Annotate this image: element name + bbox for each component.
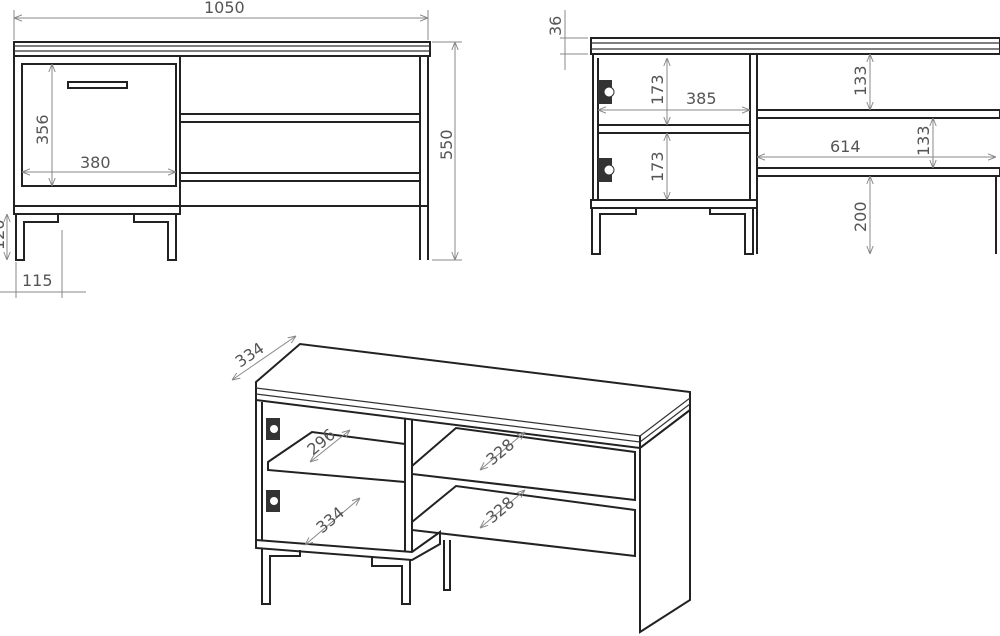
rear-right-shelf-lower — [756, 167, 1000, 177]
dim-left-upper: 173 — [648, 74, 667, 105]
front-leg-left — [15, 214, 59, 261]
rear-base — [590, 199, 758, 209]
iso-right-shelf-lower — [411, 484, 636, 558]
dim-width-1050: 1050 — [204, 0, 245, 17]
dim-drawer-height: 356 — [33, 114, 52, 145]
front-shelf-lower — [179, 172, 421, 182]
dim-leg-offset: 115 — [22, 271, 53, 290]
front-leg-right — [133, 214, 177, 261]
dim-leg-height: 120 — [0, 219, 8, 250]
dim-right-width: 614 — [830, 137, 861, 156]
dim-right-lower: 133 — [914, 125, 933, 156]
iso-right-shelf-upper — [411, 426, 636, 502]
dim-right-upper: 133 — [851, 65, 870, 96]
rear-left-shelf — [597, 124, 751, 134]
front-view: 1050 550 356 380 120 115 — [0, 0, 462, 298]
dim-top-thickness: 36 — [546, 16, 565, 36]
dim-left-width: 385 — [686, 89, 717, 108]
dim-left-shelf-upper: 296 — [303, 425, 339, 459]
front-base — [13, 205, 181, 215]
drawer-handle — [67, 81, 128, 89]
dim-left-lower: 173 — [648, 151, 667, 182]
dim-height-550: 550 — [437, 129, 456, 160]
hinge-icon — [266, 490, 280, 512]
hinge-icon — [598, 80, 615, 104]
front-shelf-upper — [179, 113, 421, 123]
hinge-icon — [598, 158, 615, 182]
dim-depth: 334 — [232, 338, 268, 371]
dim-rear-leg-height: 200 — [851, 201, 870, 232]
isometric-view: 334 296 334 328 328 — [232, 336, 691, 634]
front-body — [13, 55, 429, 207]
rear-top-panel — [590, 37, 1000, 55]
dim-left-shelf-lower: 334 — [312, 503, 348, 537]
dim-drawer-width: 380 — [80, 153, 111, 172]
drawer-door — [21, 63, 177, 187]
iso-left-shelf — [267, 430, 406, 484]
hinge-icon — [266, 418, 280, 440]
rear-view: 36 173 173 385 133 133 614 200 — [546, 10, 1000, 255]
front-top-panel — [13, 41, 431, 57]
rear-right-shelf-upper — [756, 109, 1000, 119]
